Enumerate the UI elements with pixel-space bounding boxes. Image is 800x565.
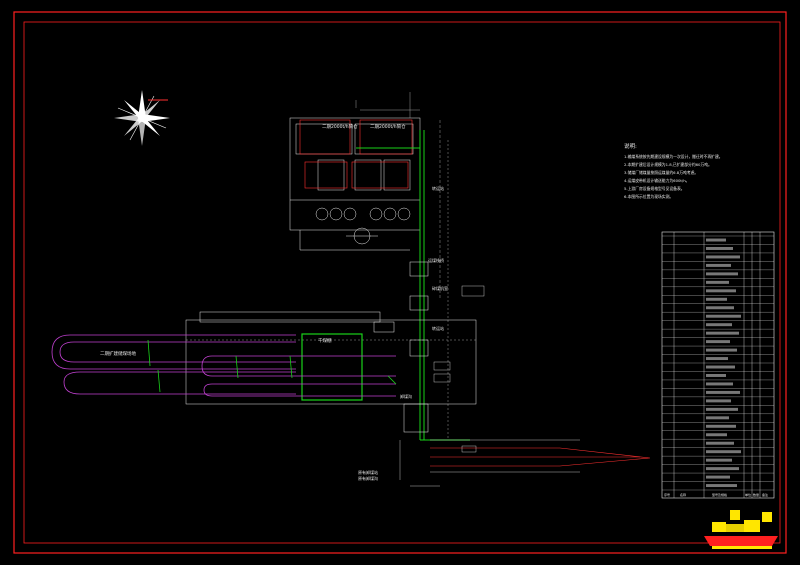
table-cell-text [706, 450, 741, 454]
station-3-label: 转运站 [432, 325, 444, 331]
table-cell-text [706, 357, 728, 361]
yard-label: 二期扩建储煤场地 [100, 350, 136, 357]
table-cell-text [706, 467, 739, 471]
inner-border [23, 21, 781, 544]
table-cell-text [706, 297, 727, 301]
upper-building-complex [289, 117, 421, 251]
notes-heading: 说明: [624, 142, 637, 150]
dry-coal-shed-outline [301, 333, 363, 401]
table-cell-text [706, 382, 733, 386]
table-rows [662, 235, 774, 491]
table-header-cell: 备注 [762, 492, 768, 497]
table-header-cell: 单位 [745, 492, 751, 497]
green-box-label: 干煤棚 [318, 337, 332, 344]
equipment-table: 序号 名称 型号及规格 单位 数量 备注 [661, 231, 775, 499]
table-cell-text [706, 424, 736, 428]
rail-spur-edges [399, 439, 580, 487]
table-cell-text [706, 433, 727, 437]
table-cell-text [706, 374, 726, 377]
notes-line: 3.储煤厂储煤量按照运煤量约6.8万吨考虑。 [624, 170, 698, 175]
table-cell-text [706, 263, 731, 267]
table-cell-text [706, 247, 733, 250]
notes-line: 4.运煤皮带机设计输送能力为600t/h。 [624, 178, 689, 183]
table-cell-text [706, 331, 739, 335]
table-cell-text [706, 289, 736, 293]
table-cell-text [706, 416, 729, 420]
outer-border [13, 11, 787, 554]
notes-line: 5.上游厂房设备规格型号见设备表。 [624, 186, 685, 191]
building-a-label: 二期2000t/h筒仓 [322, 123, 358, 130]
station-2-label: 碎煤机室 [432, 285, 448, 291]
belt-1-label: 运煤栈桥 [428, 257, 444, 263]
lower-note-2: 原有卸煤沟 [358, 475, 378, 481]
table-cell-text [706, 340, 730, 344]
table-cell-text [706, 484, 737, 488]
table-cell-text [706, 280, 729, 284]
main-conveyor-line [356, 130, 470, 441]
property-lines [355, 92, 449, 440]
table-cell-text [706, 458, 732, 462]
table-cell-text [706, 255, 740, 259]
table-cell-text [706, 399, 731, 403]
lower-note-1: 原有卸煤站 [358, 469, 378, 475]
table-cell-text [706, 272, 738, 276]
stockpile-belts [51, 334, 396, 397]
stockpile-markers [147, 339, 397, 393]
notes-line: 6.本图所示位置为现场实测。 [624, 194, 673, 199]
notes-line: 2.本期扩建后设计规模为1.8,已扩建部分约60万吨。 [624, 162, 712, 167]
building-b-label: 二期2000t/h筒仓 [370, 123, 406, 130]
table-header-cell: 型号及规格 [712, 492, 727, 497]
table-cell-text [706, 365, 735, 369]
compass-rose-icon [114, 90, 170, 146]
station-1-label: 转运站 [432, 185, 444, 191]
table-header-cell: 名称 [680, 492, 686, 497]
red-foundation-outlines [299, 119, 413, 189]
watermark-logo [704, 510, 778, 549]
notes-line: 1.输煤系统按先期建设规模为一次设计，搬迁时不再扩建。 [624, 154, 723, 159]
table-cell-text [706, 323, 732, 327]
table-header-cell: 序号 [664, 492, 670, 497]
table-header-cell: 数量 [753, 492, 759, 497]
notes-block: 说明: 1.输煤系统按先期建设规模为一次设计，搬迁时不再扩建。 2.本期扩建后设… [624, 142, 723, 199]
table-cell-text [706, 407, 738, 411]
station-markers [373, 261, 429, 433]
annotation-tags [433, 285, 485, 453]
table-cell-text [706, 238, 726, 242]
table-cell-text [706, 475, 730, 479]
table-cell-text [706, 348, 737, 352]
table-cell-text [706, 306, 734, 310]
table-cell-text [706, 314, 741, 318]
rail-spur [430, 447, 651, 467]
table-cell-text [706, 390, 740, 394]
table-cell-text [706, 441, 734, 445]
belt-2-label: 卸煤沟 [400, 393, 412, 399]
